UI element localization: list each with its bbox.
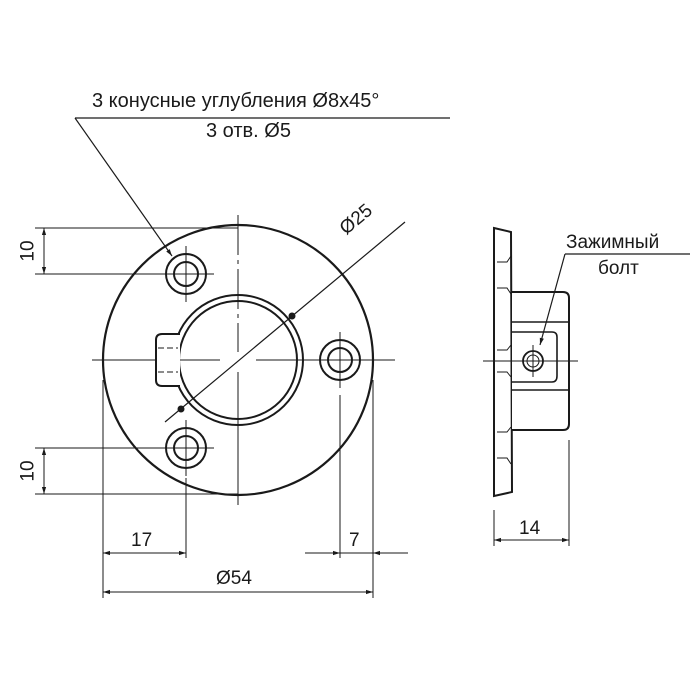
- hole-top-left: [158, 246, 214, 302]
- dim-right-hole-edge: 7: [349, 530, 360, 551]
- side-view: [483, 226, 690, 546]
- dim-hole-x-offset: 17: [131, 530, 153, 551]
- side-callout-line1: Зажимный: [566, 232, 660, 253]
- callout-leader: [74, 117, 173, 257]
- hole-right: [312, 332, 368, 388]
- dim-thickness: 14: [519, 518, 541, 539]
- dim-hole-offset-top: 10: [17, 240, 39, 262]
- flange-plate: [493, 226, 514, 498]
- callout-text-holes: 3 отв. Ø5: [206, 120, 291, 142]
- diameter-25-leader: [164, 221, 406, 423]
- front-view: [35, 117, 450, 598]
- hole-bottom-left: [158, 420, 214, 476]
- callout-text-countersinks: 3 конусные углубления Ø8x45°: [92, 90, 380, 112]
- side-callout-line2: болт: [598, 258, 639, 279]
- bolt-leader: [539, 253, 566, 346]
- dim-outer-diameter: Ø54: [216, 568, 252, 589]
- dim-hole-offset-bottom: 10: [17, 460, 39, 482]
- key-slot: [155, 333, 180, 387]
